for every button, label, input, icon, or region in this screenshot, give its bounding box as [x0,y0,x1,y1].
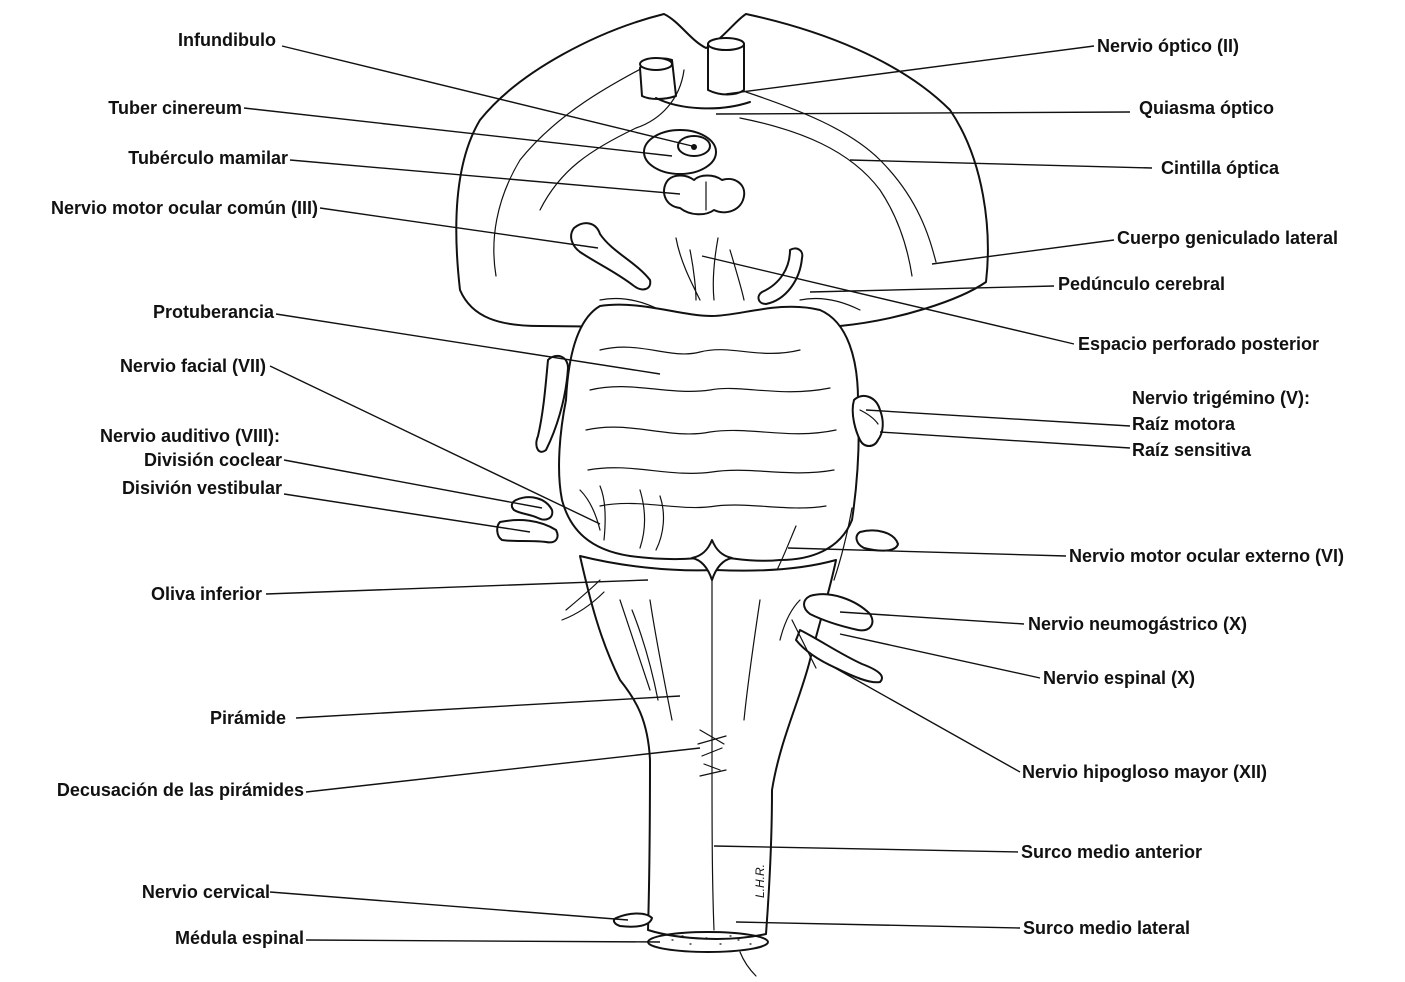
cervical-nerve [614,914,652,927]
label-nervio-motor-ocular-externo: Nervio motor ocular externo (VI) [1069,546,1344,566]
leader-nervio-motor-ocular-externo [788,548,1066,556]
artist-signature: L.H.R. [753,864,767,898]
label-surco-medio-lateral: Surco medio lateral [1023,918,1190,938]
label-tuberculo-mamilar: Tubérculo mamilar [128,148,288,168]
label-nervio-trigemino: Nervio trigémino (V): [1132,388,1310,408]
leader-medula-espinal [306,940,660,942]
label-espacio-perforado: Espacio perforado posterior [1078,334,1319,354]
label-cintilla-optica: Cintilla óptica [1161,158,1280,178]
leader-division-coclear [284,460,542,508]
leader-raiz-sensitiva [880,432,1130,448]
label-oliva-inferior: Oliva inferior [151,584,262,604]
leader-nervio-hipogloso [828,664,1020,772]
label-nervio-auditivo: Nervio auditivo (VIII): [100,426,280,446]
label-nervio-hipogloso: Nervio hipogloso mayor (XII) [1022,762,1267,782]
label-surco-medio-anterior: Surco medio anterior [1021,842,1202,862]
leader-piramide [296,696,680,718]
label-protuberancia: Protuberancia [153,302,275,322]
label-pedunculo-cerebral: Pedúnculo cerebral [1058,274,1225,294]
medulla-outline [580,556,836,939]
infundibulum-dot [691,144,697,150]
label-quiasma-optico: Quiasma óptico [1139,98,1274,118]
leader-division-vestibular [284,494,530,532]
label-infundibulo: Infundibulo [178,30,276,50]
label-nervio-neumogastrico: Nervio neumogástrico (X) [1028,614,1247,634]
brainstem-drawing: L.H.R. [456,14,988,976]
leader-surco-medio-lateral [736,922,1020,928]
label-nervio-cervical: Nervio cervical [142,882,270,902]
label-decusacion: Decusación de las pirámides [57,780,304,800]
label-division-coclear: División coclear [144,450,282,470]
label-medula-espinal: Médula espinal [175,928,304,948]
leader-decusacion [306,748,700,792]
label-division-vestibular: Disivión vestibular [122,478,282,498]
labels-right: Nervio óptico (II) Quiasma óptico Cintil… [1021,36,1344,938]
right-optic-nerve-cut [708,38,744,50]
label-cuerpo-geniculado: Cuerpo geniculado lateral [1117,228,1338,248]
labels-left: Infundibulo Tuber cinereum Tubérculo mam… [51,30,318,948]
left-optic-nerve-cut [640,58,672,70]
leader-nervio-cervical [270,892,628,920]
label-nervio-optico: Nervio óptico (II) [1097,36,1239,56]
right-lateral-flap [857,531,898,551]
cochlear-division [512,497,552,519]
label-nervio-espinal: Nervio espinal (X) [1043,668,1195,688]
spinal-cord-tail [740,952,756,976]
label-tuber-cinereum: Tuber cinereum [108,98,242,118]
label-nervio-facial: Nervio facial (VII) [120,356,266,376]
label-raiz-sensitiva: Raíz sensitiva [1132,440,1252,460]
label-piramide: Pirámide [210,708,286,728]
right-optic-nerve [708,44,744,95]
label-nervio-motor-ocular-comun: Nervio motor ocular común (III) [51,198,318,218]
label-raiz-motora: Raíz motora [1132,414,1236,434]
leader-raiz-motora [866,410,1130,426]
